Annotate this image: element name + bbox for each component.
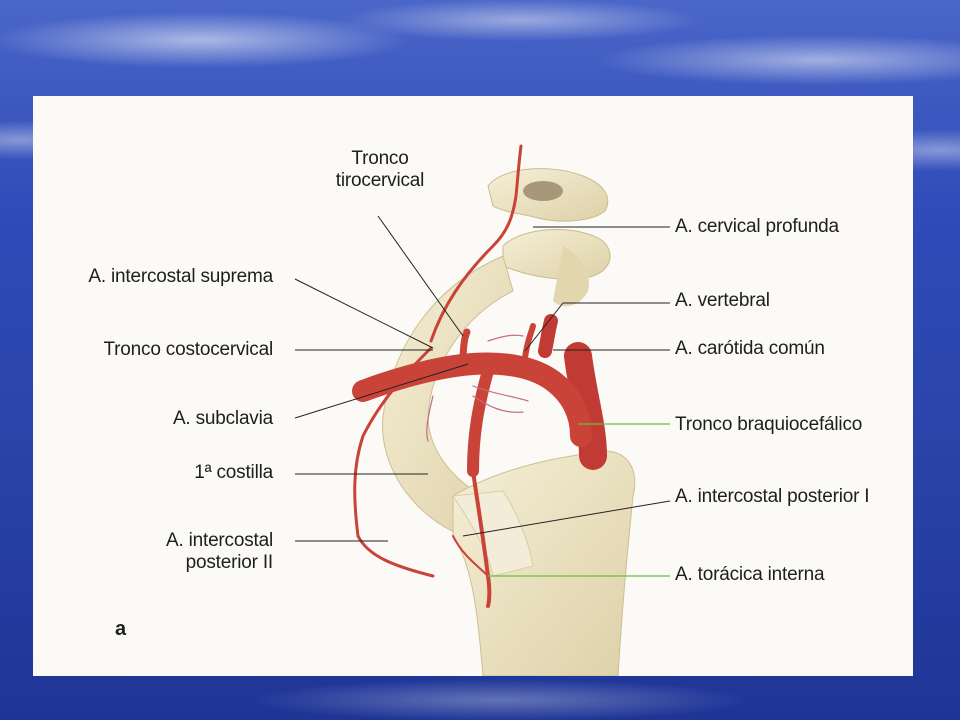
arteries [352,144,607,608]
label-line-1: Tronco [351,148,409,169]
leader-lines-green [488,423,670,577]
panel-letter: a [115,618,126,640]
label-subclavia: A. subclavia [172,408,273,429]
label-line-1: A. intercostal [165,530,273,551]
label-tronco-braquiocefalico: Tronco braquiocefálico [675,414,863,435]
label-toracica-interna: A. torácica interna [675,564,825,585]
label-line-2: posterior II [185,552,274,573]
label-intercostal-posterior-ii: A. intercostal posterior II [53,530,273,574]
anatomy-illustration [294,144,671,676]
label-cervical-profunda: A. cervical profunda [675,216,839,237]
sternum-shape [452,450,636,676]
label-vertebral: A. vertebral [675,290,770,311]
label-intercostal-suprema: A. intercostal suprema [88,266,273,287]
label-costilla: 1ª costilla [194,462,273,483]
label-line-2: tirocervical [335,170,425,191]
label-intercostal-posterior-i: A. intercostal posterior I [675,486,870,507]
label-carotida-comun: A. carótida común [675,338,825,359]
label-tronco-costocervical: Tronco costocervical [103,339,273,360]
slide-panel: Tronco tirocervical A. intercostal supre… [33,96,913,676]
leader-lines [294,215,671,542]
label-tronco-tirocervical: Tronco tirocervical [315,148,445,192]
